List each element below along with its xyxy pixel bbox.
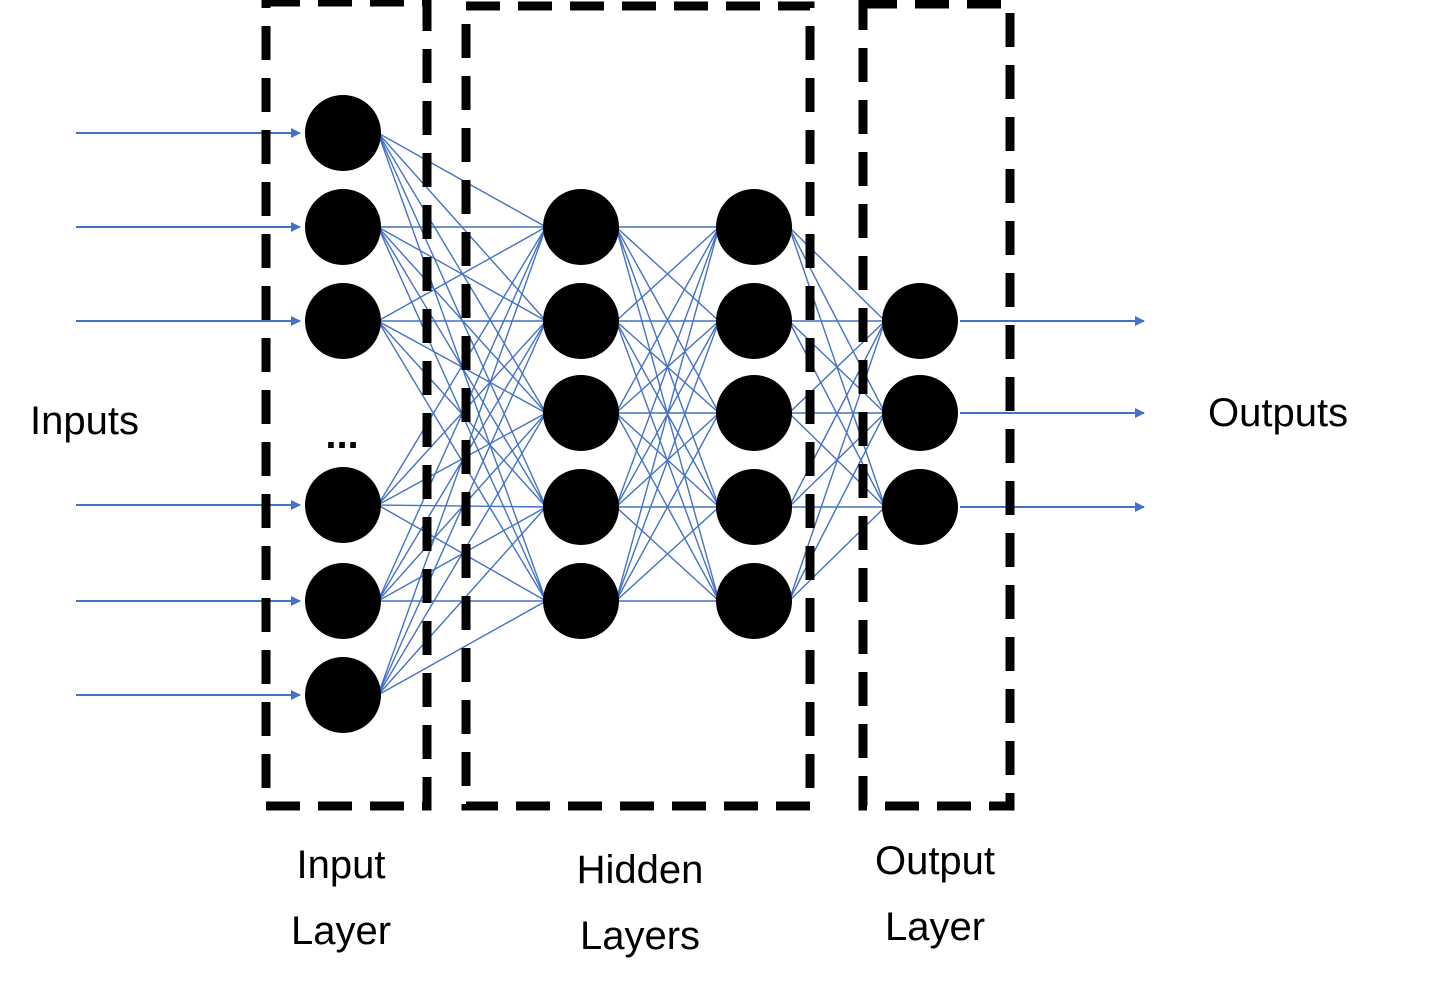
input-node xyxy=(305,95,381,171)
hidden-layers-label-line1: Hidden xyxy=(576,848,704,892)
inputs-label: Inputs xyxy=(30,399,139,443)
connection-hidden2-output xyxy=(788,320,886,602)
output-node xyxy=(882,283,958,359)
output-node xyxy=(882,469,958,545)
input-node xyxy=(305,467,381,543)
hidden2-node xyxy=(716,189,792,265)
input-layer-label-line2: Layer xyxy=(290,909,392,953)
connection-hidden1-hidden2 xyxy=(615,226,720,508)
hidden-layers-label: Hidden Layers xyxy=(560,837,720,969)
output-layer-label-line2: Layer xyxy=(884,905,986,949)
input-node xyxy=(305,189,381,265)
input-layer-label: Input Layer xyxy=(261,832,421,964)
hidden2-node xyxy=(716,563,792,639)
connection-hidden2-output xyxy=(788,506,886,602)
connection-hidden2-output xyxy=(788,226,886,414)
ellipsis-label: ... xyxy=(325,413,359,457)
connection-hidden2-output xyxy=(788,412,886,602)
connection-hidden1-hidden2 xyxy=(615,226,720,322)
output-layer-label: Output Layer xyxy=(855,828,1015,960)
connection-hidden2-output xyxy=(788,226,886,322)
connection-hidden1-hidden2 xyxy=(615,506,720,602)
input-node xyxy=(305,657,381,733)
connection-hidden1-hidden2 xyxy=(615,320,720,602)
hidden2-node xyxy=(716,283,792,359)
outputs-label: Outputs xyxy=(1208,391,1349,435)
output-node xyxy=(882,375,958,451)
output-layer-label-line1: Output xyxy=(874,839,996,883)
connection-input-hidden1 xyxy=(377,132,547,414)
hidden1-node xyxy=(543,189,619,265)
hidden1-node xyxy=(543,469,619,545)
hidden1-node xyxy=(543,283,619,359)
connection-hidden1-hidden2 xyxy=(615,412,720,602)
input-layer-label-line1: Input xyxy=(296,843,386,887)
hidden2-node xyxy=(716,469,792,545)
hidden1-node xyxy=(543,563,619,639)
hidden-layers-box xyxy=(461,1,815,811)
hidden2-node xyxy=(716,375,792,451)
output-layer-box xyxy=(858,0,1015,811)
connection-hidden1-hidden2 xyxy=(615,226,720,414)
connection-hidden1-hidden2 xyxy=(615,226,720,602)
connection-input-hidden1 xyxy=(377,226,547,322)
hidden-layers-label-line2: Layers xyxy=(579,914,701,958)
hidden1-node xyxy=(543,375,619,451)
input-layer-box xyxy=(261,0,432,811)
connection-hidden2-output xyxy=(788,320,886,414)
input-node xyxy=(305,563,381,639)
input-node xyxy=(305,283,381,359)
connection-hidden2-output xyxy=(788,320,886,508)
